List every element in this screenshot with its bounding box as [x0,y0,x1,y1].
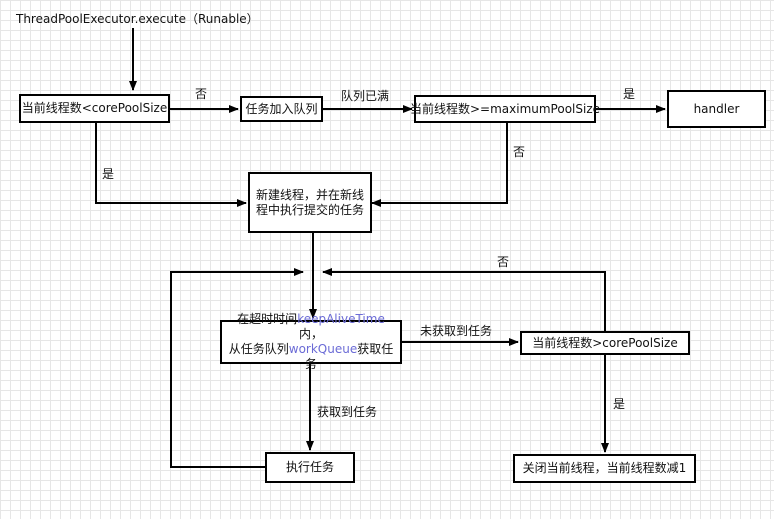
node-new-thread: 新建线程，并在新线程中执行提交的任务 [248,172,372,233]
label-got-task: 获取到任务 [317,405,378,419]
poll-text-prefix: 在超时时间 [237,312,298,326]
label-yes-close: 是 [613,397,626,411]
label-no-max-check: 否 [513,145,526,159]
poll-text-mid: 内， [298,327,323,341]
node-handler: handler [667,90,766,128]
label-yes-handler: 是 [623,87,636,101]
node-execute-task: 执行任务 [265,452,355,483]
diagram-title: ThreadPoolExecutor.execute（Runable） [16,12,259,26]
node-close-thread: 关闭当前线程，当前线程数减1 [513,454,696,483]
label-queue-full: 队列已满 [341,89,390,103]
edge-core-check2-loop-back [322,268,606,331]
poll-text-from: 从任务队列 [228,342,289,356]
node-core-pool-check: 当前线程数<corePoolSize [19,94,170,123]
poll-text-queue: workQueue [288,342,358,356]
edge-max-check-to-new-thread [371,123,508,207]
edge-core-check-to-new-thread [95,123,247,207]
node-enqueue-task: 任务加入队列 [240,96,323,122]
label-no-core-check: 否 [195,87,208,101]
node-poll-task: 在超时时间keepAliveTime内， 从任务队列workQueue获取任务 [220,312,402,371]
label-no-loop: 否 [497,255,510,269]
node-max-pool-check: 当前线程数>=maximumPoolSize [410,95,600,123]
edge-execute-loop-back [170,268,304,468]
label-yes-new-thread: 是 [102,167,115,181]
label-not-got-task: 未获取到任务 [420,324,493,338]
poll-text-suffix: 获取任务 [304,342,394,371]
node-core-pool-check-2: 当前线程数>corePoolSize [520,331,690,355]
poll-text-keepalive: keepAliveTime [297,312,385,326]
